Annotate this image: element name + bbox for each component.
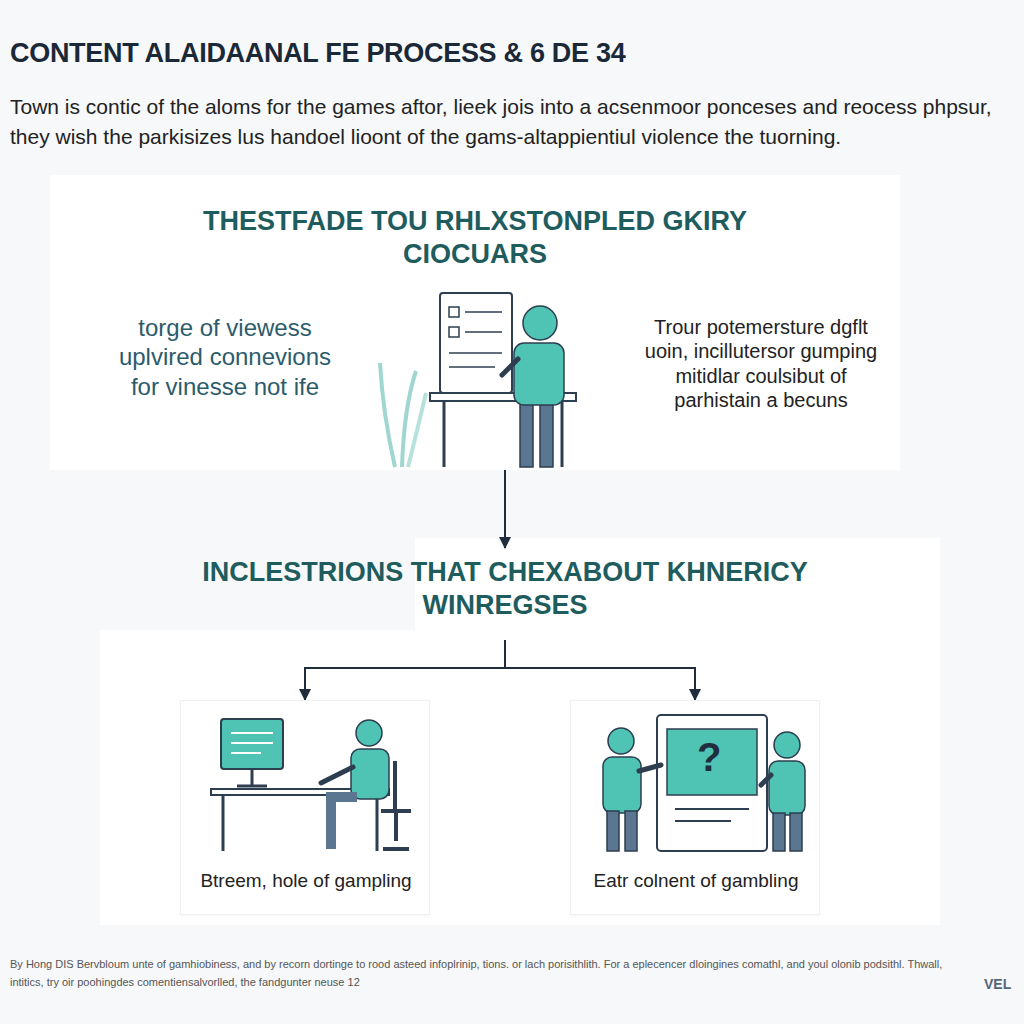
illustration-card: Btreem, hole of gampling [180,700,430,915]
flow-arrow [505,640,695,700]
footnote: By Hong DIS Bervbloum unte of gamhiobine… [10,956,970,991]
lower-panel [100,538,940,925]
process-panel: THESTFADE TOU RHLXSTONPLED GKIRY CIOCUAR… [50,175,900,470]
panel-note: Trour potemersture dgflt uoin, incillute… [630,315,892,413]
question-mark: ? [697,735,727,779]
card-caption: Eatr colnent of gambling [579,869,813,892]
card-caption: Btreem, hole of gampling [189,869,423,892]
intro-text: Town is contic of the aloms for the game… [10,92,1014,152]
panel-heading: THESTFADE TOU RHLXSTONPLED GKIRY CIOCUAR… [175,205,775,271]
page-title: CONTENT ALAIDAANAL FE PROCESS & 6 DE 34 [10,38,1010,69]
flow-arrow [504,470,506,548]
heading-text: INCLESTRIONS THAT CHEXABOUT KHNERICY WIN… [175,556,835,622]
flow-arrow [305,640,505,700]
section-heading: INCLESTRIONS THAT CHEXABOUT KHNERICY WIN… [175,548,835,640]
panel-note: torge of viewess uplvired connevions for… [110,313,340,401]
watermark: VEL [984,976,1020,993]
illustration-card: Eatr colnent of gambling? [570,700,820,915]
